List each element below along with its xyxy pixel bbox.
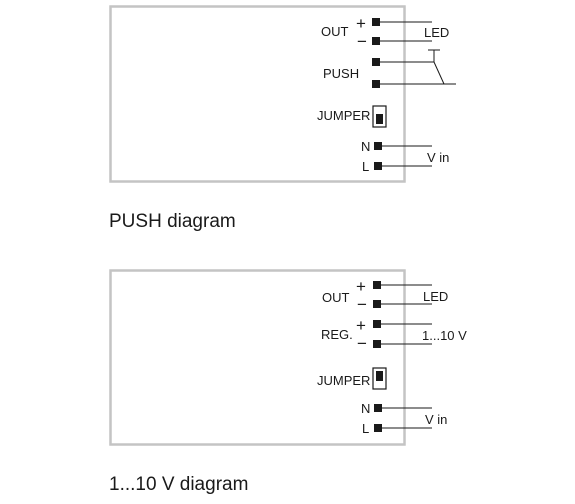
- push-button-switch-symbol: [428, 49, 445, 85]
- push-l-terminal: [374, 162, 382, 170]
- dim-vin-label: V in: [425, 412, 447, 427]
- push-terminal-2: [372, 80, 380, 88]
- dim-out-minus-terminal: [373, 300, 381, 308]
- dim-diagram: OUT + − LED REG. + − 1...10 V JUMPER N L…: [109, 269, 467, 446]
- dim-jumper-frame: [372, 367, 387, 390]
- dim-out-minus-sign: −: [357, 295, 367, 314]
- push-out-plus-terminal: [372, 18, 380, 26]
- dim-jumper-label: JUMPER: [317, 373, 370, 388]
- dim-reg-label: REG.: [321, 327, 353, 342]
- push-n-label: N: [361, 139, 370, 154]
- dim-l-terminal: [374, 424, 382, 432]
- push-n-terminal: [374, 142, 382, 150]
- dim-n-terminal: [374, 404, 382, 412]
- push-jumper-frame: [372, 105, 387, 128]
- push-jumper-block: [376, 114, 383, 124]
- push-vin-label: V in: [427, 150, 449, 165]
- dim-out-label: OUT: [322, 290, 350, 305]
- push-diagram-caption: PUSH diagram: [109, 211, 236, 232]
- push-out-minus-terminal: [372, 37, 380, 45]
- push-out-minus-sign: −: [357, 32, 367, 51]
- dim-out-plus-sign: +: [356, 277, 366, 296]
- push-label: PUSH: [323, 66, 359, 81]
- push-diagram: OUT + − LED PUSH JUMPER N L V in: [109, 5, 456, 183]
- dim-led-label: LED: [423, 289, 448, 304]
- push-jumper-label: JUMPER: [317, 108, 370, 123]
- dim-reg-minus-terminal: [373, 340, 381, 348]
- push-terminal-1: [372, 58, 380, 66]
- dim-jumper-block: [376, 371, 383, 381]
- dim-reg-range-label: 1...10 V: [422, 328, 467, 343]
- push-l-label: L: [362, 159, 369, 174]
- dim-l-label: L: [362, 421, 369, 436]
- push-out-label: OUT: [321, 24, 349, 39]
- dim-n-label: N: [361, 401, 370, 416]
- dim-driver-box: [109, 269, 406, 446]
- push-out-plus-sign: +: [356, 14, 366, 33]
- push-driver-box: [109, 5, 406, 183]
- push-led-label: LED: [424, 25, 449, 40]
- dim-reg-minus-sign: −: [357, 334, 367, 353]
- dim-reg-plus-terminal: [373, 320, 381, 328]
- dim-out-plus-terminal: [373, 281, 381, 289]
- dim-reg-plus-sign: +: [356, 316, 366, 335]
- dim-diagram-caption: 1...10 V diagram: [109, 474, 249, 495]
